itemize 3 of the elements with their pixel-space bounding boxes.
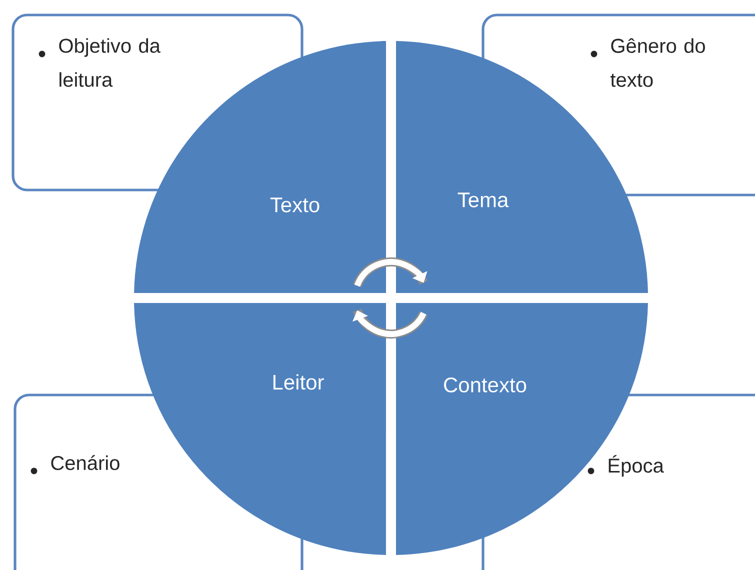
curved-arrow xyxy=(352,308,428,338)
curved-arrow xyxy=(353,258,428,288)
quadrant: Leitor xyxy=(134,302,386,555)
